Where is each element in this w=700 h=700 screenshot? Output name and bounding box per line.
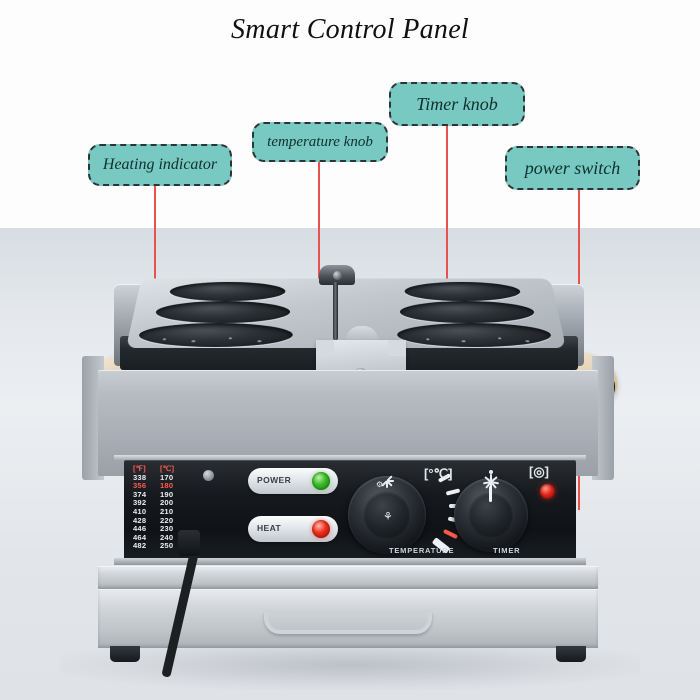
cell-f: 338 <box>133 472 147 482</box>
cell-f: 428 <box>133 515 147 525</box>
heating-indicator-lamp-icon <box>312 520 330 538</box>
upper-drawer[interactable] <box>98 566 598 589</box>
cell-c: 200 <box>160 498 174 508</box>
panel-frame-bottom <box>114 558 586 565</box>
callout-timer-knob-label: Timer knob <box>416 94 498 114</box>
callout-timer-knob: Timer knob <box>389 82 525 126</box>
cell-c: 220 <box>160 515 174 525</box>
callout-heating-indicator-label: Heating indicator <box>102 156 218 173</box>
table-row: 392 200 <box>133 499 184 508</box>
drawer-handle[interactable] <box>264 612 432 634</box>
table-row: 464 240 <box>133 532 184 543</box>
mold-cavity <box>168 281 286 302</box>
callout-temperature-knob: temperature knob <box>252 122 388 162</box>
control-panel: [℉] [℃] 338 170 356 180 374 190 392 200 410 21… <box>124 460 576 560</box>
power-switch[interactable] <box>540 484 555 499</box>
table-row: 356 180 <box>133 482 184 491</box>
waffle-maker-machine: [℉] [℃] 338 170 356 180 374 190 392 200 410 21… <box>68 252 634 678</box>
cell-f: 464 <box>133 532 147 542</box>
power-button-label: POWER <box>257 475 292 485</box>
table-header-row: [℉] [℃] <box>133 464 184 474</box>
table-row: 428 220 <box>133 515 184 526</box>
center-divider-rod <box>333 282 338 340</box>
mold-cavity <box>404 281 522 302</box>
header-celsius: [℃] <box>160 464 175 473</box>
heat-button-label: HEAT <box>257 523 282 533</box>
power-button[interactable]: POWER <box>248 468 338 494</box>
cell-f: 482 <box>133 541 147 551</box>
callout-heating-indicator: Heating indicator <box>88 144 232 186</box>
temperature-knob-hub <box>363 491 411 539</box>
cell-c: 240 <box>160 532 174 542</box>
timer-caption: TIMER <box>493 546 521 555</box>
machine-foot-left <box>110 646 140 662</box>
panel-screw-icon <box>203 470 214 481</box>
cell-f: 392 <box>133 498 147 508</box>
temperature-bracket-icon: [°℃] <box>424 466 453 481</box>
page-title: Smart Control Panel <box>231 14 469 45</box>
latch-notch-right <box>388 340 406 356</box>
power-lamp-icon <box>312 472 330 490</box>
timer-knob-pointer <box>489 486 492 502</box>
table-row: 446 230 <box>133 525 184 534</box>
timer-bracket-icon: [◎] <box>529 464 550 479</box>
mold-cavity <box>136 323 294 348</box>
cell-c: 210 <box>160 506 174 516</box>
heat-button[interactable]: HEAT <box>248 516 338 542</box>
table-row: 338 170 <box>133 472 184 483</box>
timer-zero-mark-icon <box>489 470 493 474</box>
temperature-knob[interactable]: ⚘ <box>348 475 426 554</box>
cell-c: 250 <box>160 541 174 551</box>
callout-temperature-knob-label: temperature knob <box>267 133 373 150</box>
callout-power-switch-label: power switch <box>524 158 621 178</box>
mold-cavity <box>396 323 554 348</box>
mold-cavity <box>399 301 537 324</box>
temperature-caption: TEMPERATURE <box>389 546 455 555</box>
table-row: 410 210 <box>133 506 184 517</box>
thermometer-icon: ⚘ <box>383 511 393 523</box>
table-row: 482 250 <box>133 542 184 551</box>
latch-notch-left <box>316 340 334 356</box>
cell-f: 374 <box>133 489 147 499</box>
machine-foot-right <box>556 646 586 662</box>
panel-frame-top <box>114 455 586 461</box>
cell-f: 356 <box>133 481 147 491</box>
cell-c: 230 <box>160 524 174 534</box>
cell-c: 170 <box>160 472 174 482</box>
power-cord-connector <box>178 530 200 556</box>
cell-c: 190 <box>160 489 174 499</box>
table-row: 374 190 <box>133 489 184 500</box>
timer-knob[interactable] <box>454 474 528 552</box>
mold-cavity <box>153 301 291 324</box>
temperature-knob-marker-icon: ⚙ <box>376 480 384 489</box>
leader-line-timer-vertical-a <box>446 126 448 417</box>
background-upper <box>0 0 700 229</box>
cell-f: 410 <box>133 506 147 516</box>
machine-shadow <box>60 640 640 690</box>
header-fahrenheit: [℉] <box>133 464 146 473</box>
cell-c: 180 <box>160 481 174 491</box>
callout-power-switch: power switch <box>505 146 640 190</box>
hinge-assembly <box>319 265 355 285</box>
temperature-conversion-table: [℉] [℃] 338 170 356 180 374 190 392 200 410 21… <box>133 464 184 551</box>
cell-f: 446 <box>133 524 147 534</box>
hinge-pin <box>333 271 342 280</box>
